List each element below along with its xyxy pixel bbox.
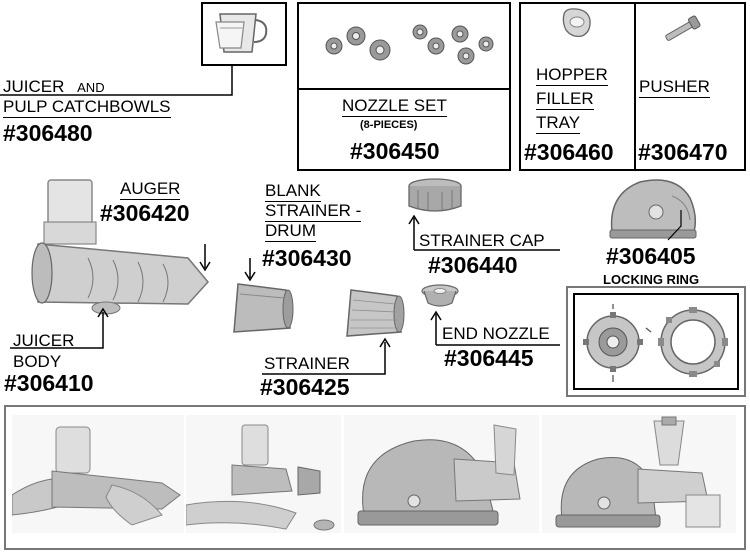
end-nozzle-label: END NOZZLE — [442, 324, 550, 343]
strainer-cap-part-number: #306440 — [428, 252, 518, 278]
assembly-step-3-photo — [344, 415, 539, 533]
hopper-label-2: FILLER — [536, 89, 594, 110]
strainer-icon — [346, 289, 405, 337]
nozzle-set-part-number: #306450 — [350, 138, 440, 164]
assembly-photo-strip — [4, 405, 746, 550]
pusher-part-number: #306470 — [638, 139, 728, 165]
blank-strainer-label-2: STRAINER - — [265, 201, 362, 222]
blank-strainer-label-1: BLANK — [265, 181, 321, 202]
end-nozzle-part-number: #306445 — [444, 345, 534, 371]
strainer-part-number: #306425 — [260, 374, 350, 400]
hopper-pusher-divider — [634, 2, 636, 171]
blank-strainer-part-number: #306430 — [262, 245, 352, 271]
nozzle-set-sub-label: (8-PIECES) — [360, 119, 418, 131]
nozzle-set-label: NOZZLE SET — [342, 96, 447, 117]
motor-base-icon — [609, 179, 697, 239]
end-nozzle-icon — [421, 284, 459, 307]
motor-base-part-number: #306405 — [606, 243, 696, 269]
nozzle-set-divider — [297, 88, 511, 90]
blank-strainer-icon — [233, 283, 294, 333]
hopper-tray-icon — [562, 8, 591, 38]
nozzle-set-icon — [325, 24, 494, 65]
catchbowl-label-1: JUICER — [3, 77, 65, 96]
juicer-body-icon — [31, 179, 209, 315]
assembly-step-2-photo — [186, 415, 341, 533]
locking-ring-label: LOCKING RING — [601, 272, 702, 287]
catchbowl-label-and: AND — [77, 80, 105, 95]
blank-strainer-label-3: DRUM — [265, 221, 316, 242]
strainer-cap-icon — [408, 178, 462, 212]
assembly-step-1-photo — [12, 415, 184, 533]
locking-ring-icon — [583, 304, 728, 382]
assembly-step-4-photo — [542, 415, 736, 533]
hopper-label-1: HOPPER — [536, 65, 608, 86]
juicer-body-part-number: #306410 — [4, 370, 94, 396]
hopper-pusher-box — [519, 2, 746, 171]
pusher-label: PUSHER — [639, 77, 710, 98]
catchbowl-part-number: #306480 — [3, 120, 93, 146]
hopper-label-3: TRAY — [536, 113, 581, 134]
catch-bowl-icon — [215, 13, 268, 53]
hopper-part-number: #306460 — [524, 139, 614, 165]
strainer-cap-label: STRAINER CAP — [419, 231, 545, 250]
juicer-body-label-1: JUICER — [13, 331, 75, 350]
juicer-body-label-2: BODY — [13, 352, 62, 371]
strainer-label: STRAINER — [264, 354, 350, 373]
catchbowl-image-box — [201, 2, 287, 66]
auger-part-number: #306420 — [100, 200, 190, 226]
nozzle-set-box — [297, 2, 511, 171]
catchbowl-label-2: PULP CATCHBOWLS — [3, 97, 171, 118]
auger-label: AUGER — [120, 179, 181, 200]
pusher-icon — [665, 15, 701, 41]
